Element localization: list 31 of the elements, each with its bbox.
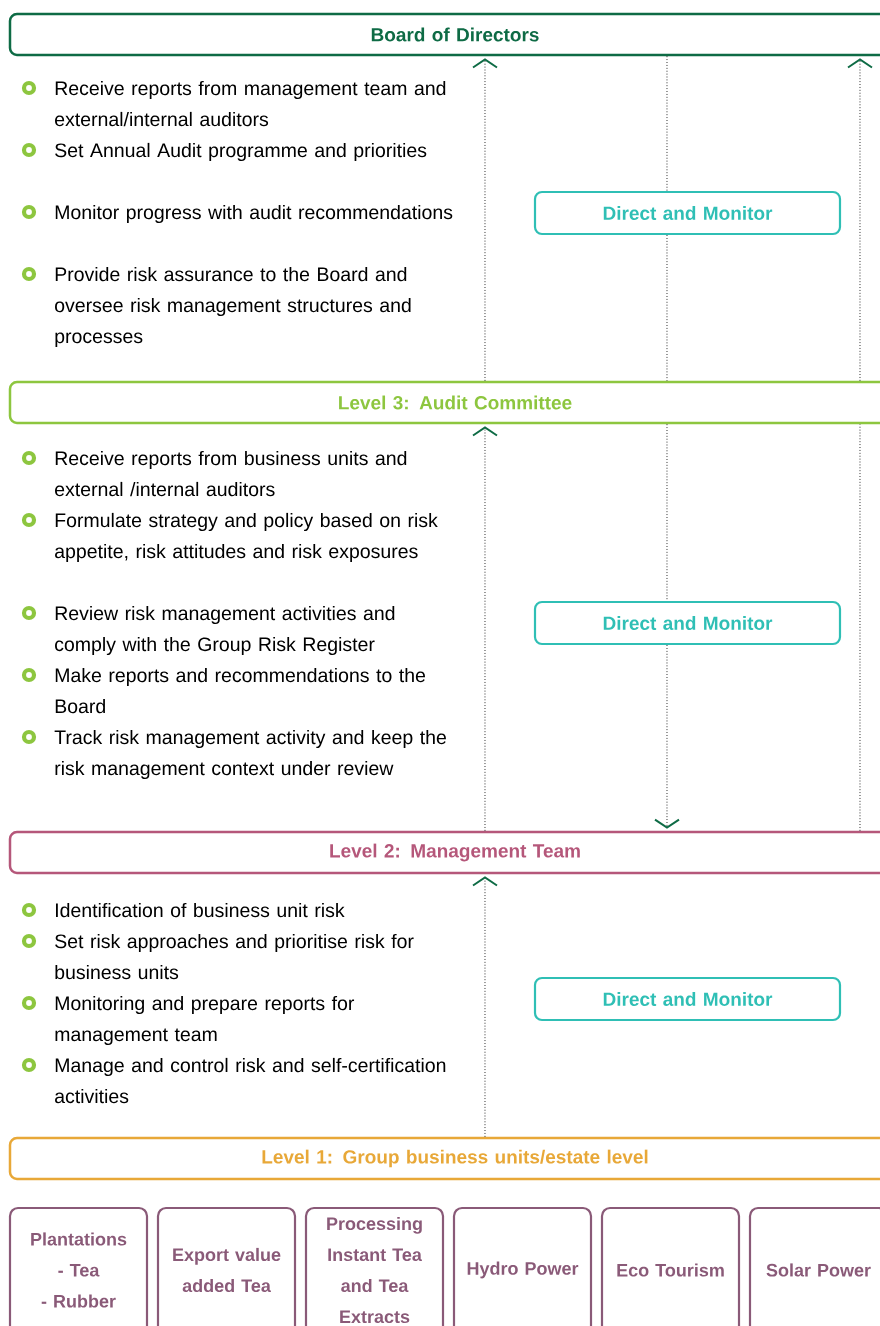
list-item-text: Formulate strategy and policy based on risk appetite, risk attitudes and risk exposures	[55, 512, 438, 563]
unit-box: Solar Power	[748, 1206, 880, 1326]
label-box: Direct and Monitor	[533, 600, 842, 646]
list-item-text: Receive reports from business units and external /internal auditors	[55, 450, 407, 497]
arrow	[472, 876, 498, 1138]
list-item-text: Provide risk assurance to the Board and oversee risk management structures and processes	[55, 266, 411, 348]
unit-box: Export value added Tea	[156, 1206, 297, 1326]
level-band: Level 2: Management Team	[8, 830, 880, 875]
unit-box: Hydro Power	[452, 1206, 593, 1326]
arrow	[847, 58, 873, 382]
list-item-text: Manage and control risk and self-certification activities	[55, 1057, 446, 1104]
unit-box: Eco Tourism	[600, 1206, 741, 1326]
label-box: Direct and Monitor	[533, 190, 842, 236]
list-item-text: Identification of business unit risk	[56, 902, 345, 918]
list-item-text: Set risk approaches and prioritise risk for business units	[55, 933, 414, 980]
label-box: Direct and Monitor	[533, 976, 842, 1022]
arrow	[654, 644, 680, 829]
list-item-text: Track risk management activity and keep the risk management context under review	[54, 729, 446, 780]
unit-box: Plantations - Tea - Rubber	[8, 1206, 149, 1326]
list-item-text: Set Annual Audit programme and priorities	[55, 142, 427, 162]
arrow	[472, 58, 498, 382]
level-band: Level 1: Group business units/estate level	[8, 1136, 880, 1181]
list-item-text: Monitoring and prepare reports for management team	[55, 995, 355, 1046]
level-band: Board of Directors	[8, 12, 880, 57]
list-item-text: Review risk management activities and comply with the Group Risk Register	[55, 605, 395, 656]
unit-box: Processing Instant Tea and Tea Extracts	[304, 1206, 445, 1326]
level-band: Level 3: Audit Committee	[8, 380, 880, 425]
list-item-text: Monitor progress with audit recommendations	[55, 204, 453, 224]
list-item-text: Receive reports from management team and external/internal auditors	[55, 80, 446, 127]
arrow	[472, 426, 498, 832]
list-item-text: Make reports and recommendations to the Board	[55, 667, 426, 714]
